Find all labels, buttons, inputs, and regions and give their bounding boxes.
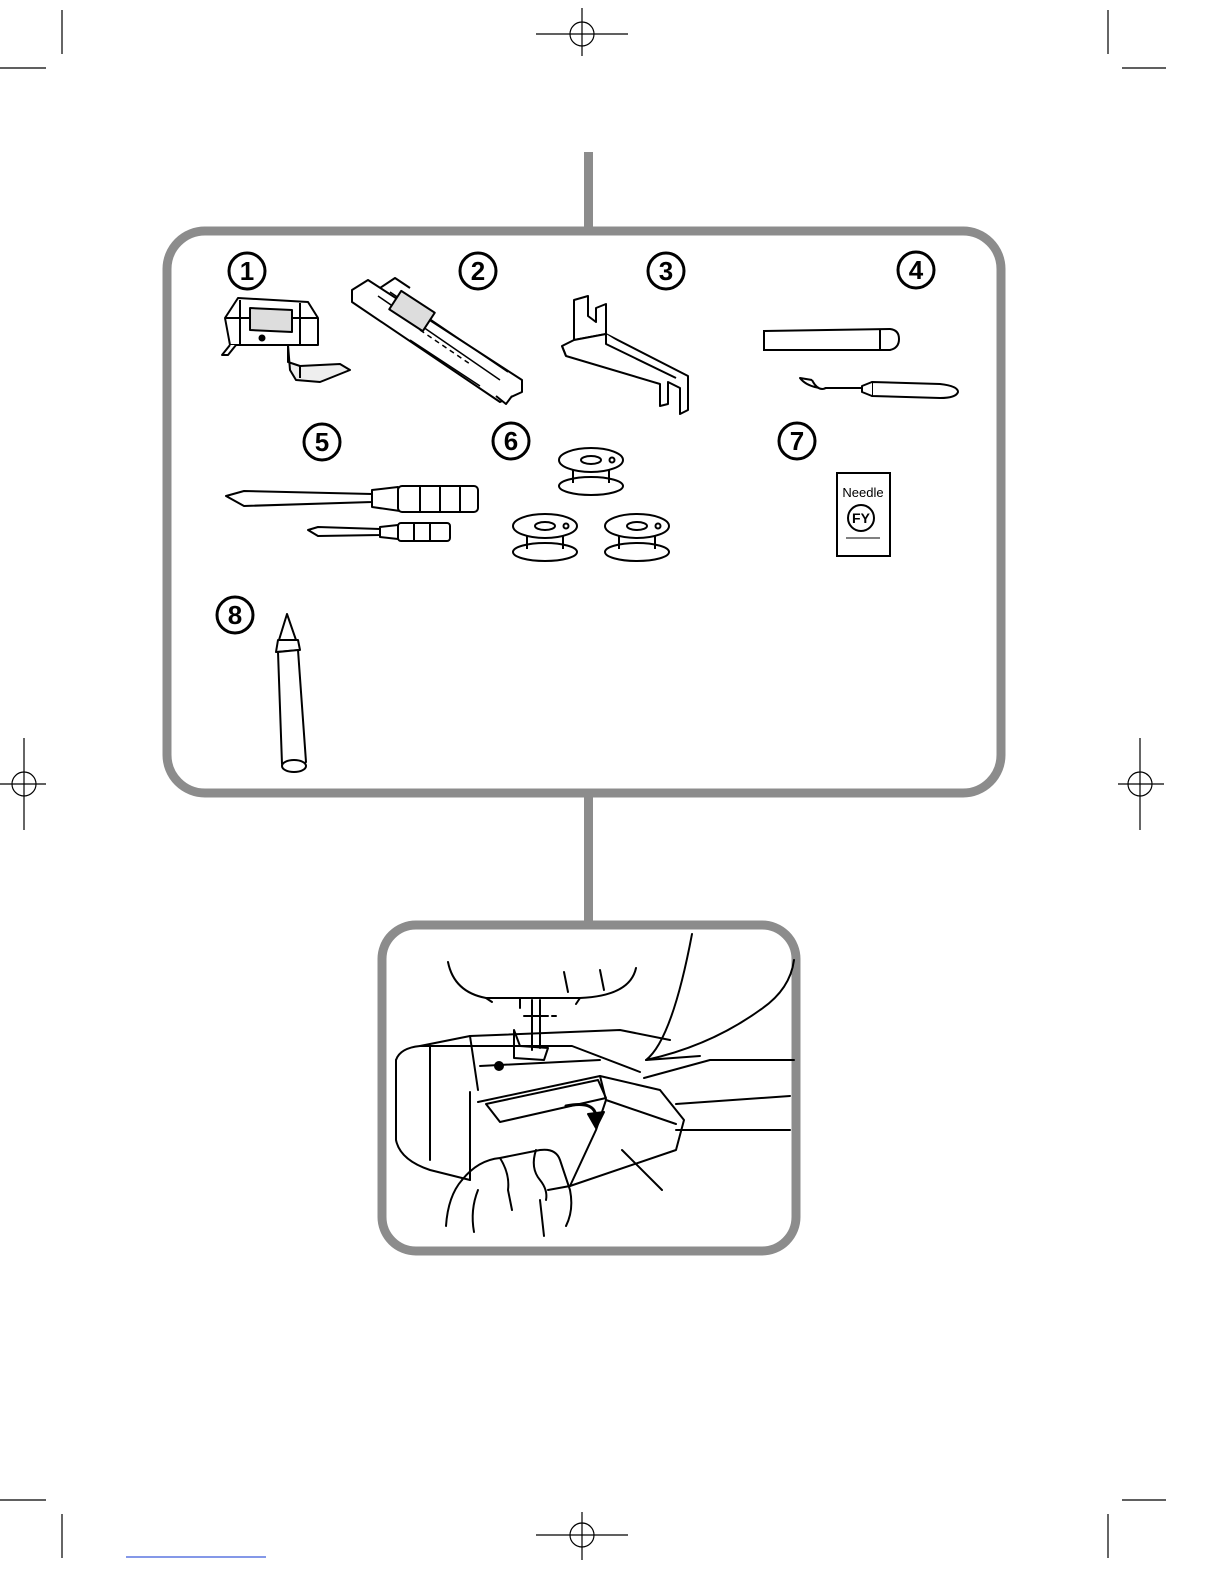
registration-mark-bottom	[536, 1512, 628, 1560]
needle-pack-icon: Needle FY	[837, 473, 890, 556]
svg-text:1: 1	[240, 256, 254, 286]
item-number-1: 1	[229, 253, 265, 289]
registration-mark-left	[0, 738, 46, 830]
item-number-5: 5	[304, 424, 340, 460]
svg-text:Needle: Needle	[842, 485, 883, 500]
registration-mark-top	[536, 8, 628, 56]
registration-mark-right	[1118, 738, 1164, 830]
connector-line-top	[584, 152, 593, 234]
svg-text:8: 8	[228, 600, 242, 630]
machine-panel	[382, 925, 796, 1251]
svg-text:6: 6	[504, 426, 518, 456]
item-number-2: 2	[460, 253, 496, 289]
svg-text:5: 5	[315, 427, 329, 457]
item-number-7: 7	[779, 423, 815, 459]
item-number-6: 6	[493, 423, 529, 459]
needle-case-icon	[764, 329, 899, 350]
item-number-3: 3	[648, 253, 684, 289]
connector-line-middle	[584, 793, 593, 924]
svg-text:7: 7	[790, 426, 804, 456]
svg-text:3: 3	[659, 256, 673, 286]
svg-text:2: 2	[471, 256, 485, 286]
item-number-4: 4	[898, 252, 934, 288]
item-number-8: 8	[217, 597, 253, 633]
svg-text:4: 4	[909, 255, 924, 285]
svg-text:FY: FY	[852, 510, 871, 526]
